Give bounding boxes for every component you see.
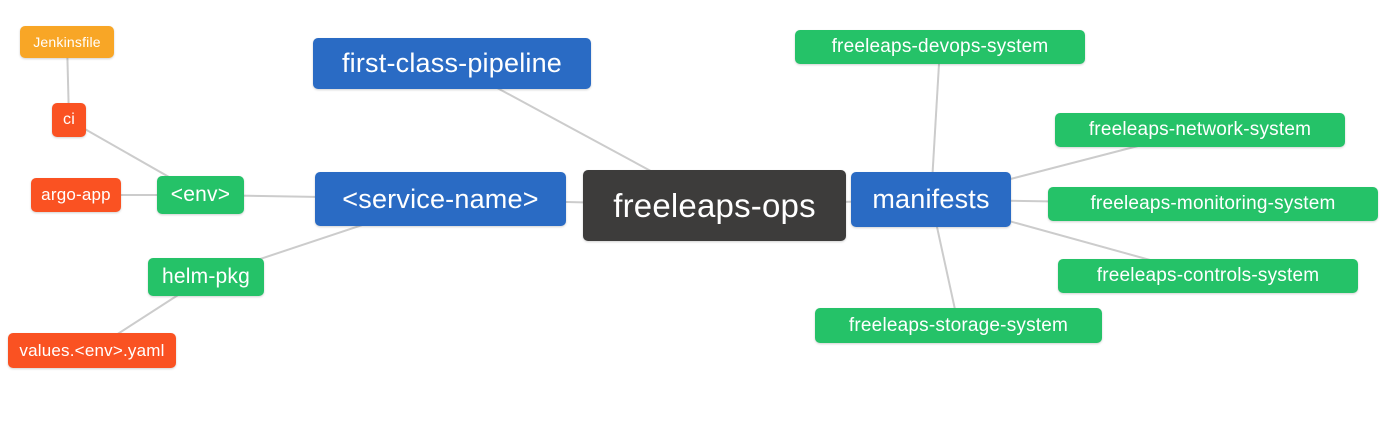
mindmap-node-manifests[interactable]: manifests (851, 172, 1011, 227)
mindmap-node-ci[interactable]: ci (52, 103, 86, 137)
mindmap-node-freeleaps-ops[interactable]: freeleaps-ops (583, 170, 846, 241)
mindmap-node-values-env-yaml[interactable]: values.<env>.yaml (8, 333, 176, 368)
mindmap-node-controls-system[interactable]: freeleaps-controls-system (1058, 259, 1358, 293)
mindmap-node-env[interactable]: <env> (157, 176, 244, 214)
mindmap-node-devops-system[interactable]: freeleaps-devops-system (795, 30, 1085, 64)
mindmap-node-first-class-pipeline[interactable]: first-class-pipeline (313, 38, 591, 89)
mindmap-node-storage-system[interactable]: freeleaps-storage-system (815, 308, 1102, 343)
mindmap-node-service-name[interactable]: <service-name> (315, 172, 566, 226)
mindmap-node-network-system[interactable]: freeleaps-network-system (1055, 113, 1345, 147)
mindmap-node-helm-pkg[interactable]: helm-pkg (148, 258, 264, 296)
mindmap-node-argo-app[interactable]: argo-app (31, 178, 121, 212)
mindmap-node-jenkinsfile[interactable]: Jenkinsfile (20, 26, 114, 58)
mindmap-node-monitoring-system[interactable]: freeleaps-monitoring-system (1048, 187, 1378, 221)
